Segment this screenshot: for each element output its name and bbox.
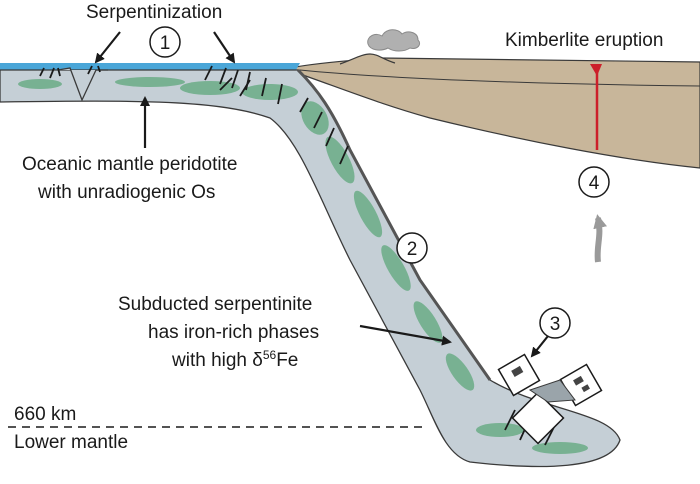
svg-text:4: 4 (589, 173, 600, 194)
slab-top-layer (296, 68, 492, 381)
label-subducted-2: has iron-rich phases (148, 322, 319, 343)
continent-internal-line (299, 69, 700, 87)
label-subducted-3-sup: 56 (263, 348, 277, 362)
arrow-marker-3 (530, 335, 549, 358)
label-subducted-3-suffix: Fe (276, 350, 298, 371)
label-660km: 660 km (14, 404, 76, 425)
marker-4: 4 (578, 166, 610, 198)
svg-text:3: 3 (550, 314, 561, 335)
arrow-serpentinization-left (94, 31, 121, 64)
label-subducted-3: with high δ56Fe (171, 348, 298, 371)
svg-text:2: 2 (407, 239, 418, 260)
eruption-cloud (367, 29, 421, 52)
marker-2: 2 (396, 232, 428, 264)
label-oceanic-mantle-1: Oceanic mantle peridotite (22, 154, 237, 175)
label-oceanic-mantle-2: with unradiogenic Os (37, 182, 215, 203)
fracture-marks (39, 65, 556, 446)
marker-3: 3 (539, 307, 571, 339)
label-subducted-1: Subducted serpentinite (118, 294, 312, 315)
ocean-water (0, 63, 300, 70)
arrow-serpentinization-right (213, 31, 236, 64)
marker-1: 1 (149, 26, 181, 58)
xenolith-blocks (497, 353, 603, 445)
volcano (339, 53, 396, 65)
label-subducted-3-prefix: with high δ (171, 350, 263, 371)
label-lower-mantle: Lower mantle (14, 432, 128, 453)
arrow-subducted-serpentinite (359, 324, 452, 346)
label-serpentinization: Serpentinization (86, 2, 222, 23)
upwelling-arrow (593, 214, 607, 263)
svg-text:1: 1 (160, 33, 171, 54)
label-kimberlite-eruption: Kimberlite eruption (505, 30, 663, 51)
callout-arrows (94, 31, 549, 358)
